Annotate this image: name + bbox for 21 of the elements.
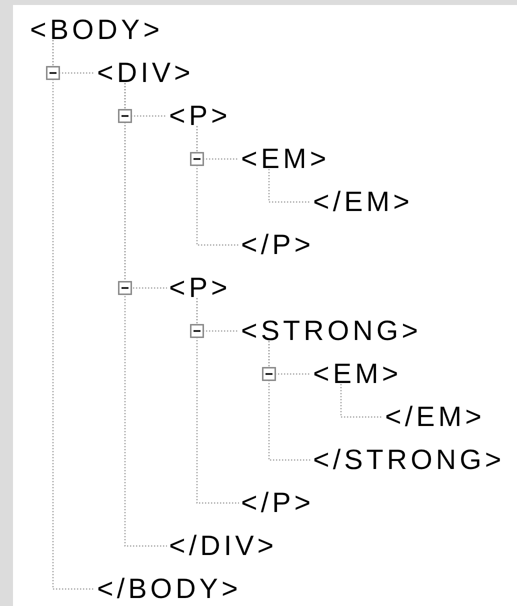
tree-line (340, 384, 383, 418)
tag-label: <EM> (241, 149, 330, 169)
tag-label: <P> (169, 106, 231, 126)
tag-label: </EM> (385, 407, 485, 427)
tree-line (196, 126, 239, 246)
tag-label: </EM> (313, 192, 413, 212)
tree-line (124, 83, 167, 547)
tag-label: </STRONG> (313, 450, 505, 470)
tag-label: </P> (241, 493, 314, 513)
tag-label: </DIV> (169, 536, 278, 556)
tag-label: <BODY> (30, 20, 164, 40)
tree-line (268, 169, 311, 203)
tag-label: </P> (241, 235, 314, 255)
tree-line (52, 40, 95, 590)
tree-line (268, 341, 311, 461)
tag-label: <EM> (313, 364, 402, 384)
tag-label: <STRONG> (241, 321, 422, 341)
tag-label: <DIV> (97, 63, 194, 83)
tag-label: <P> (169, 278, 231, 298)
tree-line (196, 298, 239, 504)
tag-label: </BODY> (97, 579, 242, 599)
